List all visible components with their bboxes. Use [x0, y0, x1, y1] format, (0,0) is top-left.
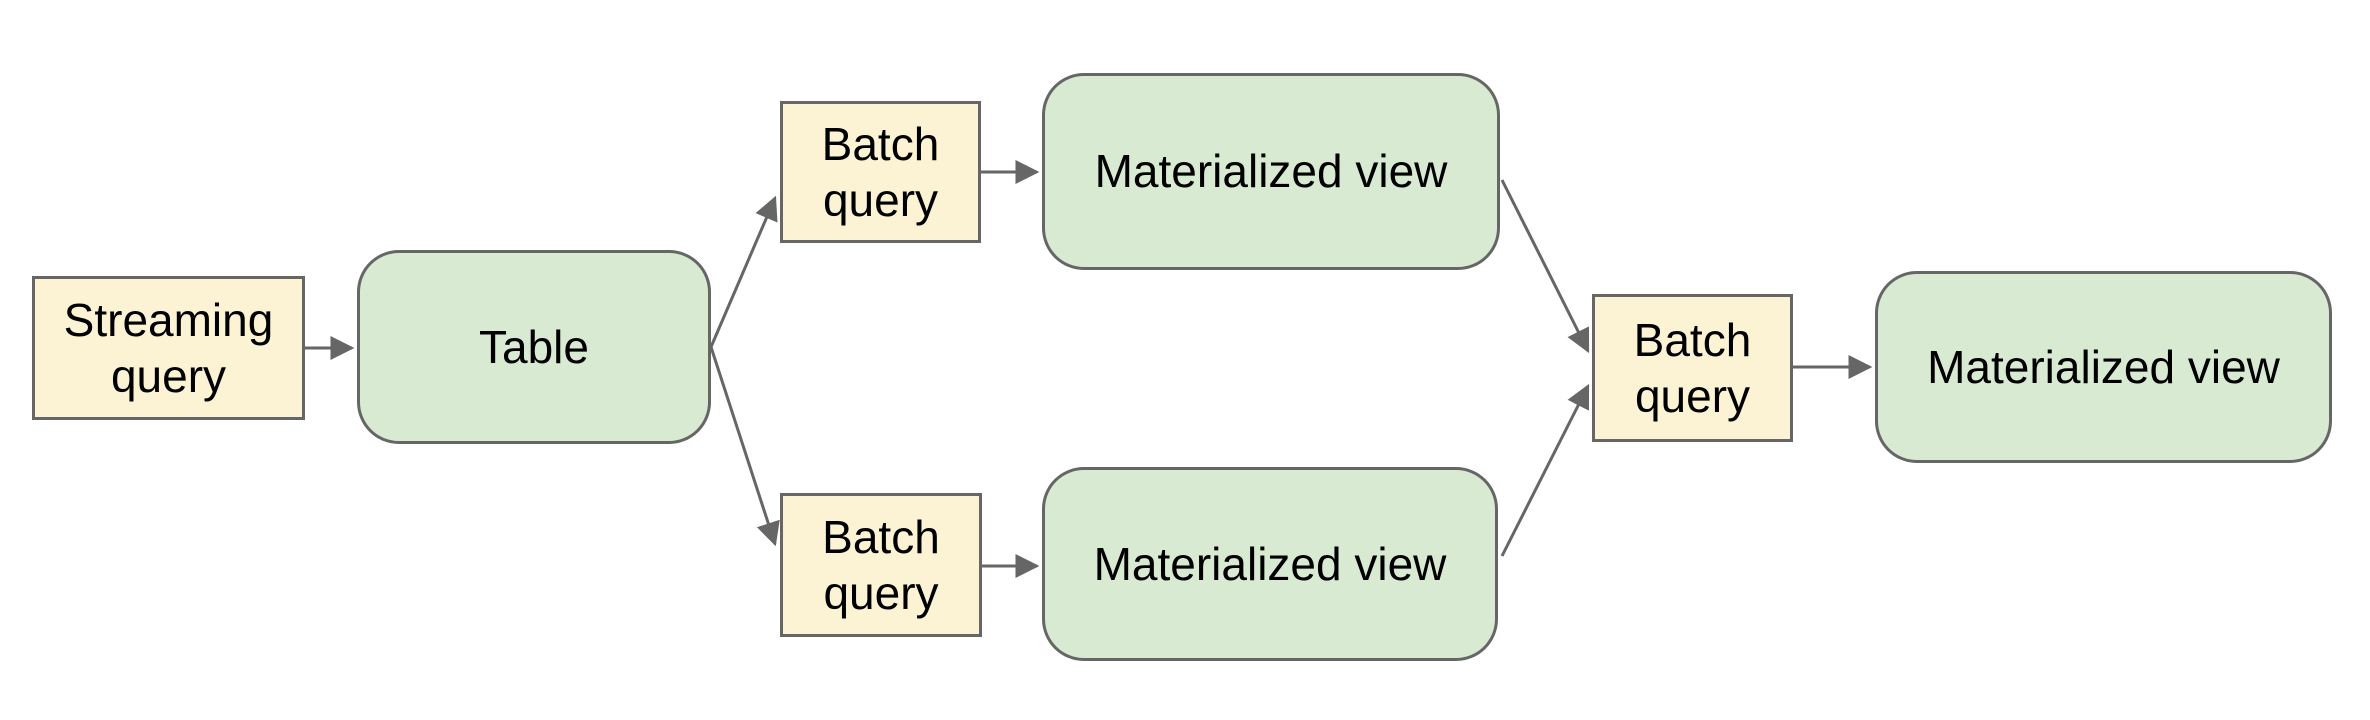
node-streaming-query: Streaming query — [32, 276, 305, 420]
node-batch-query-right: Batch query — [1592, 294, 1793, 442]
node-materialized-view-bottom-label: Materialized view — [1093, 537, 1447, 590]
node-batch-query-bottom: Batch query — [780, 493, 982, 637]
connector-mv-bottom-to-batch-right — [1500, 383, 1590, 557]
node-materialized-view-bottom: Materialized view — [1042, 467, 1498, 661]
connector-mv-top-to-batch-right — [1500, 179, 1590, 354]
node-materialized-view-right: Materialized view — [1875, 271, 2332, 463]
node-batch-query-top-label: Batch query — [821, 117, 940, 226]
node-materialized-view-top: Materialized view — [1042, 73, 1500, 270]
node-streaming-query-label: Streaming query — [63, 293, 274, 402]
node-materialized-view-top-label: Materialized view — [1094, 145, 1448, 198]
node-materialized-view-right-label: Materialized view — [1927, 340, 2280, 393]
node-batch-query-top: Batch query — [780, 101, 981, 243]
node-batch-query-bottom-label: Batch query — [822, 510, 940, 619]
connector-table-to-batch-bottom — [709, 346, 780, 547]
connector-table-to-batch-top — [709, 195, 778, 348]
node-table: Table — [357, 250, 711, 444]
node-batch-query-right-label: Batch query — [1633, 313, 1752, 422]
node-table-label: Table — [479, 320, 589, 373]
